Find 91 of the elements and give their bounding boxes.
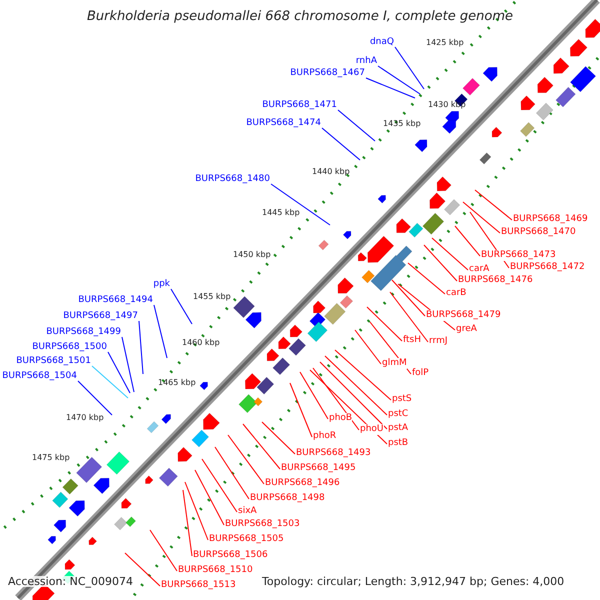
gene-label: BURPS668_1510 [178,565,253,576]
gene-label: BURPS668_1506 [193,550,268,561]
leader-line [92,366,128,398]
gene-label: BURPS668_1496 [265,478,340,489]
leader-line [270,184,330,226]
leader-line [408,262,446,294]
leader-line [108,352,130,394]
leader-line [228,434,264,484]
gene-label: BURPS668_1473 [481,250,556,261]
leader-line [322,128,360,160]
leader-line [462,202,500,234]
gene-label: pstC [388,409,408,420]
scale-label: 1445 kbp [262,207,300,218]
scale-label: 1430 kbp [428,99,466,110]
leader-line [300,372,328,420]
scale-label: 1450 kbp [233,249,271,260]
leader-line [378,66,420,94]
gene-label: rrmJ [429,336,448,347]
gene-label: dnaQ [370,37,394,48]
gene-label: phoU [360,424,384,435]
gene-label: BURPS668_1469 [513,214,588,225]
leader-line [184,482,208,540]
gene-label: BURPS668_1499 [46,327,121,338]
leader-line [394,46,424,90]
leader-line [432,238,468,270]
gene-label: ppk [153,279,170,290]
accession-text: Accession: NC_009074 [8,576,134,587]
gene-label: BURPS668_1494 [78,295,153,306]
gene-label: BURPS668_1513 [161,580,236,591]
scale-label: 1455 kbp [193,291,231,302]
leader-line [366,306,402,342]
gene-label: glmM [382,358,407,369]
gene-label: greA [456,324,477,335]
leader-line [202,458,238,512]
leader-line [334,350,392,400]
gene-label: BURPS668_1495 [281,463,356,474]
leader-line [78,380,112,416]
gene-label: BURPS668_1479 [426,310,501,321]
gene-label: BURPS668_1472 [510,262,585,273]
leader-line [424,244,458,282]
gene-label: pstS [392,394,412,405]
leader-line [154,304,168,358]
gene-label: pstA [388,423,408,434]
scale-label: 1435 kbp [383,118,421,129]
leader-line [366,78,416,98]
gene-label: BURPS668_1504 [2,371,77,382]
leader-line [242,424,280,470]
map-title: Burkholderia pseudomallei 668 chromosome I, complete genome [86,11,514,22]
leader-line [124,552,160,586]
gene-label: pstB [388,438,408,449]
leader-line [122,336,134,392]
scale-label: 1470 kbp [66,412,104,423]
leader-line [338,110,376,142]
gene-label: phoR [313,431,336,442]
scale-label: 1425 kbp [426,37,464,48]
leader-line [150,530,178,572]
gene-label: BURPS668_1493 [296,448,371,459]
topology-text: Topology: circular; Length: 3,912,947 bp; Genes: 4,000 [262,576,564,587]
leader-line [194,470,224,526]
gene-label: BURPS668_1467 [290,68,365,79]
leader-line [324,356,388,416]
gene-label: BURPS668_1470 [501,227,576,238]
leader-line [290,382,312,438]
leader-line [454,226,480,256]
leader-line [310,370,388,444]
leader-line [354,330,382,364]
gene-label: BURPS668_1480 [195,174,270,185]
leader-line [312,368,360,430]
scale-label: 1465 kbp [158,377,196,388]
leader-line [390,292,428,342]
leader-line [170,288,192,324]
leader-line [262,422,296,454]
gene-label: BURPS668_1501 [16,356,91,367]
gene-label: BURPS668_1474 [246,118,321,129]
leader-line [320,362,388,430]
gene-label: BURPS668_1471 [262,100,337,111]
scale-label: 1460 kbp [182,337,220,348]
leader-line [138,320,144,374]
gene-label: BURPS668_1503 [225,519,300,530]
scale-label: 1440 kbp [312,166,350,177]
gene-label: BURPS668_1500 [32,342,107,353]
gene-label: BURPS668_1476 [458,275,533,286]
leader-line [474,190,512,220]
leader-line [214,446,250,500]
leader-line [182,490,192,556]
gene-label: phoB [329,413,352,424]
gene-label: BURPS668_1498 [250,493,325,504]
scale-label: 1475 kbp [32,452,70,463]
gene-label: BURPS668_1497 [63,311,138,322]
leader-line [392,280,426,316]
gene-label: BURPS668_1505 [209,534,284,545]
